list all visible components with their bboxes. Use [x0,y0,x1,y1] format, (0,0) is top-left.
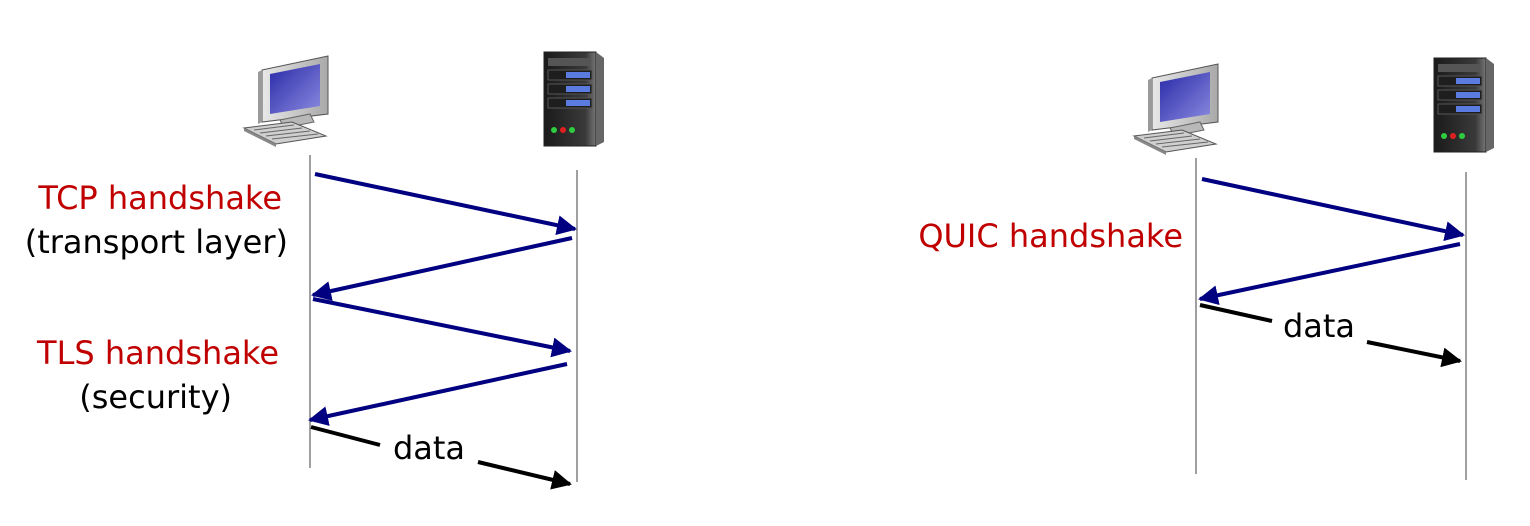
tls-hello-arrow [312,297,572,358]
desktop-computer-icon [1133,63,1219,156]
data-arrow-tail [310,425,381,447]
data-arrow-head [477,460,572,490]
tcp-handshake-label: TCP handshake [37,179,282,217]
tcp-syn-arrow [314,172,577,236]
tls-handshake-label: TLS handshake [36,334,279,372]
data-label: data [1283,307,1355,345]
right-panel: QUIC handshake data [918,57,1495,480]
data-label: data [393,429,465,467]
server-tower-icon [1433,57,1495,153]
data-arrow-tail [1199,303,1273,323]
quic-handshake-label: QUIC handshake [918,217,1183,255]
left-panel: TCP handshake (transport layer) TLS hand… [25,51,605,490]
data-arrow-head [1366,340,1462,368]
desktop-computer-icon [243,55,329,148]
quic-initial-arrow [1201,177,1465,242]
tls-response-arrow [308,362,568,426]
tcp-synack-arrow [311,236,573,301]
tls-handshake-sublabel: (security) [79,378,232,416]
tcp-handshake-sublabel: (transport layer) [25,223,288,261]
quic-response-arrow [1198,242,1461,306]
server-tower-icon [543,51,605,147]
